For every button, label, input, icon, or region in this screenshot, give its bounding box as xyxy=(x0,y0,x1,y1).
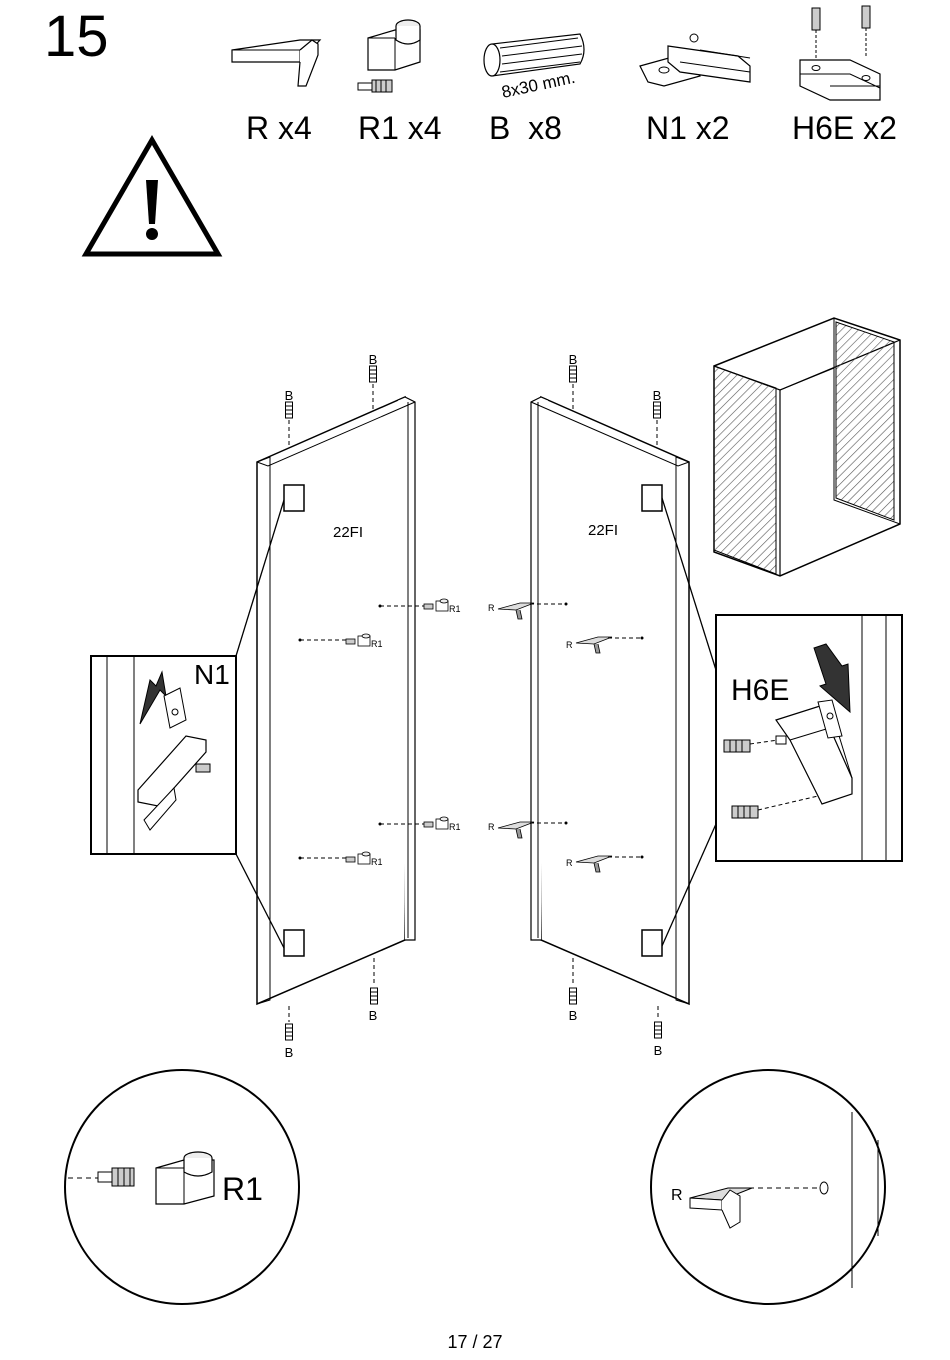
warning-icon xyxy=(86,140,218,254)
left-side-panel xyxy=(257,397,415,1004)
detail-box-h6e xyxy=(716,615,902,861)
right-side-panel xyxy=(531,397,689,1004)
zoom-circle-r xyxy=(651,1070,885,1304)
support-cam-label: R1 xyxy=(449,604,461,614)
shelf-support-pin-icon xyxy=(232,40,320,86)
dowel-label: B xyxy=(285,388,294,403)
zoom-circle-r1 xyxy=(65,1070,299,1304)
cabinet-preview-illustration xyxy=(714,318,900,576)
dowel-label: B xyxy=(569,1008,578,1023)
support-cam-label: R1 xyxy=(449,822,461,832)
support-pin-label: R xyxy=(488,603,495,613)
dowel-label: B xyxy=(653,388,662,403)
support-cam-label: R1 xyxy=(371,639,383,649)
dowel-label: B xyxy=(369,352,378,367)
detail-label-n1: N1 xyxy=(194,659,230,690)
part-label-r1: R1 x4 xyxy=(358,112,442,144)
support-pin-label: R xyxy=(566,858,573,868)
dowel-label: B xyxy=(569,352,578,367)
zoom-label-r1: R1 xyxy=(222,1171,263,1207)
part-label-r: R x4 xyxy=(246,112,312,144)
step-number: 15 xyxy=(44,8,109,66)
dowel-label: B xyxy=(285,1045,294,1060)
shelf-support-cam-icon xyxy=(358,20,420,92)
zoom-label-r: R xyxy=(671,1187,683,1204)
panel-code-right: 22FI xyxy=(588,522,618,539)
part-label-n1: N1 x2 xyxy=(646,112,730,144)
part-label-b: B x8 xyxy=(489,112,562,144)
rail-bracket-icon xyxy=(640,34,750,86)
dowel-label: B xyxy=(654,1043,663,1058)
hinge-plate-icon xyxy=(800,6,880,100)
support-cam-label: R1 xyxy=(371,857,383,867)
detail-label-h6e: H6E xyxy=(731,674,789,707)
panel-code-left: 22FI xyxy=(333,524,363,541)
dowel-label: B xyxy=(369,1008,378,1023)
support-pin-label: R xyxy=(488,822,495,832)
page-number: 17 / 27 xyxy=(0,1332,950,1353)
support-pin-label: R xyxy=(566,640,573,650)
part-label-h6e: H6E x2 xyxy=(792,112,897,144)
